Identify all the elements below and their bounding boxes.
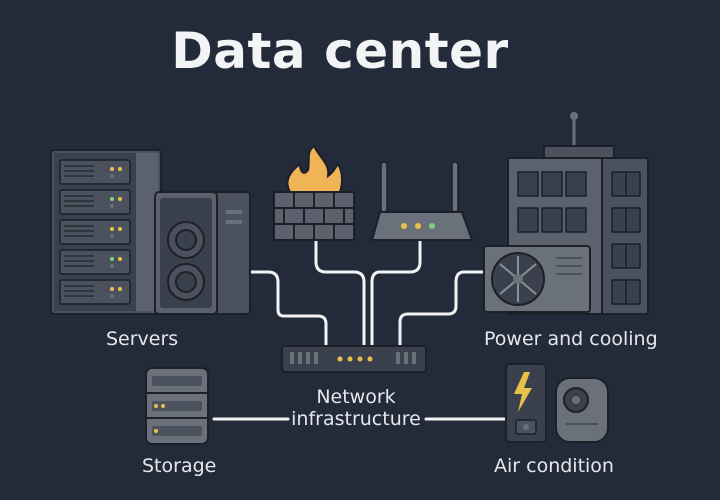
power-unit-icon [505, 363, 609, 443]
label-servers: Servers [106, 328, 179, 350]
link-servers-switch [248, 270, 328, 348]
building-window [541, 171, 563, 197]
label-network-line2: infrastructure [291, 408, 421, 430]
link-router-switch-b [370, 240, 422, 348]
building-window [565, 171, 587, 197]
router-icon [370, 161, 474, 241]
link-firewall-switch [314, 240, 366, 348]
label-network-line1: Network [316, 386, 396, 408]
server-rack-icon [50, 149, 162, 315]
ac-unit-icon [483, 245, 591, 313]
connection-lines [212, 240, 506, 421]
link-power-switch [398, 270, 486, 348]
building-window [541, 207, 563, 233]
flame-icon [286, 144, 343, 193]
building-window [517, 207, 539, 233]
label-storage: Storage [142, 455, 217, 477]
tower-server-icon [154, 191, 251, 315]
lightning-icon [514, 372, 532, 412]
page-title: Data center [171, 22, 509, 80]
storage-icon [145, 367, 209, 445]
network-switch-icon [281, 345, 427, 373]
label-air-condition: Air condition [494, 455, 614, 477]
label-power-cooling: Power and cooling [484, 328, 658, 350]
firewall-icon [273, 144, 355, 241]
building-window [565, 207, 587, 233]
building-window [517, 171, 539, 197]
